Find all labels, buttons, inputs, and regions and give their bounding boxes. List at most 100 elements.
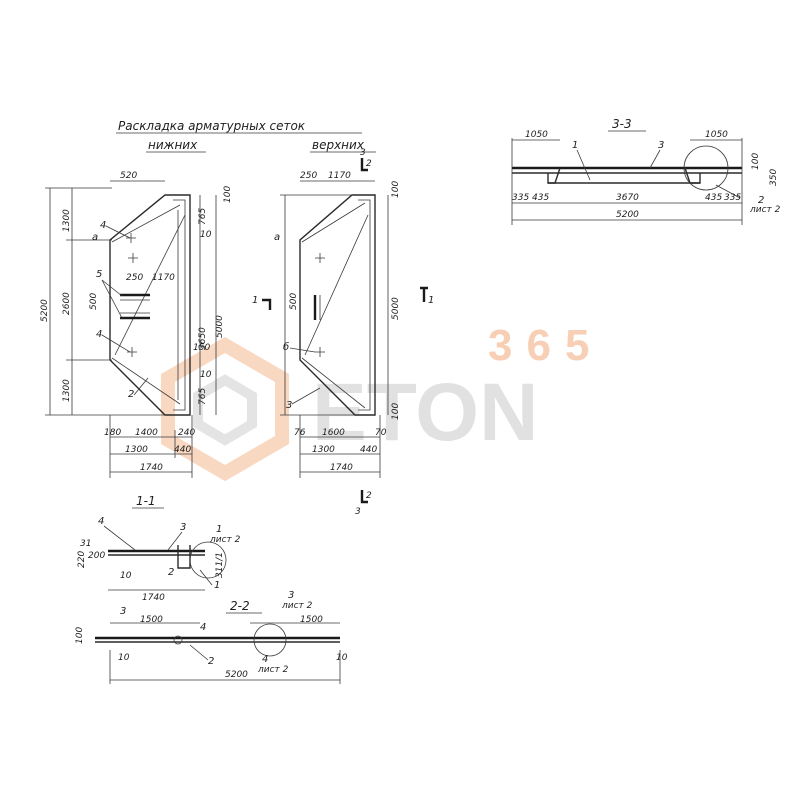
dim-1300-bottom: 1300 (62, 379, 72, 402)
dim-100-22: 100 (75, 627, 85, 644)
dim-1740: 1740 (140, 463, 163, 473)
dim-1600: 1600 (322, 428, 345, 438)
dim-435-right: 435 (705, 193, 722, 203)
dim-1300-upper: 1300 (312, 445, 335, 455)
title-lower: нижних (148, 138, 198, 152)
section-2-2-title: 2-2 (230, 599, 250, 613)
dim-76: 76 (294, 428, 306, 438)
dim-100-upper-bottom: 100 (391, 403, 401, 420)
dim-335-left: 335 (512, 193, 529, 203)
dim-1740-upper: 1740 (330, 463, 353, 473)
dim-10-bottom: 10 (200, 370, 212, 380)
callout-b: б (283, 341, 289, 353)
cut-mark-2-top: 2 (366, 159, 372, 169)
dim-440-upper: 440 (360, 445, 377, 455)
dim-1500-left: 1500 (140, 615, 163, 625)
dim-1400: 1400 (135, 428, 158, 438)
callout-5: 5 (96, 269, 102, 280)
watermark-logo-icon (161, 336, 289, 482)
sheet-ref-33: лист 2 (749, 205, 781, 215)
callout-2-11: 2 (168, 567, 174, 578)
dim-520: 520 (120, 171, 137, 181)
dim-1170: 1170 (152, 273, 175, 283)
callout-a: a (92, 232, 98, 243)
dim-5200-33: 5200 (616, 210, 639, 220)
dim-350-33: 350 (769, 169, 779, 186)
dim-500-upper: 500 (289, 293, 299, 310)
dim-311: 311/1 (215, 552, 225, 578)
dim-1300-width: 1300 (125, 445, 148, 455)
dim-765-top: 765 (198, 208, 208, 225)
callout-4-22: 4 (200, 622, 206, 633)
watermark-brand: ETON (312, 367, 538, 458)
section-1-1: 1-1 4 3 1 лист 2 2 1 220 31 200 10 311/1… (77, 494, 241, 603)
dim-335-right: 335 (724, 193, 741, 203)
callout-2-33: 2 (758, 195, 764, 206)
dim-1050-left: 1050 (525, 130, 548, 140)
dim-1170-upper: 1170 (328, 171, 351, 181)
callout-3-22: 3 (120, 606, 126, 617)
dim-500: 500 (89, 293, 99, 310)
section-3-3: 3-3 1050 1050 1 3 100 350 2 лист 2 335 4… (511, 117, 781, 225)
watermark: 365 ETON (161, 321, 603, 482)
dim-100-33: 100 (751, 153, 761, 170)
dim-240: 240 (178, 428, 195, 438)
dim-3650: 3650 (198, 327, 208, 350)
title-line: Раскладка арматурных сеток (118, 119, 306, 133)
dim-250-upper: 250 (300, 171, 317, 181)
sheet-ref-22-bottom: лист 2 (257, 665, 289, 675)
dim-10-22-left: 10 (118, 653, 130, 663)
dim-10-11: 10 (120, 571, 132, 581)
cut-mark-1-right: 1 (428, 295, 434, 306)
cut-mark-3-top: 3 (360, 148, 366, 158)
callout-2-22: 2 (208, 656, 214, 667)
sheet-ref-11: лист 2 (209, 535, 241, 545)
dim-150: 150 (193, 343, 210, 353)
section-3-3-title: 3-3 (612, 117, 632, 131)
callout-4-top: 4 (100, 220, 106, 231)
dim-5200: 5200 (40, 299, 50, 322)
dim-180: 180 (104, 428, 121, 438)
callout-1-11: 1 (216, 524, 222, 535)
callout-3-11: 3 (180, 522, 186, 533)
callout-3-22-right: 3 (288, 590, 294, 601)
drawing-title: Раскладка арматурных сеток нижних верхни… (116, 119, 376, 153)
dim-100-upper-top: 100 (391, 181, 401, 198)
callout-1-33: 1 (572, 140, 578, 151)
plan-upper-mesh: a 250 1170 100 500 5000 100 б 3 1 1 3 2 … (252, 148, 434, 517)
dim-5200-22: 5200 (225, 670, 248, 680)
dim-440: 440 (174, 445, 191, 455)
title-upper: верхних (312, 138, 365, 152)
dim-5000: 5000 (215, 315, 225, 338)
plan-lower-mesh: 1300 2600 1300 5200 520 250 1170 500 765… (40, 171, 233, 478)
watermark-number: 365 (488, 321, 603, 370)
callout-4-bottom: 4 (96, 329, 102, 340)
dim-2600: 2600 (62, 292, 72, 315)
callout-4-22-right: 4 (262, 654, 268, 665)
section-1-1-title: 1-1 (136, 494, 156, 508)
dim-3670: 3670 (616, 193, 639, 203)
callout-4-11: 4 (98, 516, 104, 527)
dim-1300-top: 1300 (62, 209, 72, 232)
dim-765-bottom: 765 (198, 388, 208, 405)
dim-5000-upper: 5000 (391, 297, 401, 320)
cut-mark-2-bottom: 2 (366, 491, 372, 501)
dim-1740-11: 1740 (142, 593, 165, 603)
dim-250: 250 (126, 273, 143, 283)
cut-mark-1-left: 1 (252, 295, 258, 306)
section-2-2: 2-2 3 1500 4 3 лист 2 1500 100 10 2 4 ли… (75, 590, 348, 684)
callout-2: 2 (128, 389, 134, 400)
callout-1-11-bottom: 1 (214, 580, 220, 591)
callout-3-33: 3 (658, 140, 664, 151)
dim-100: 100 (223, 186, 233, 203)
dim-31: 31 (80, 539, 91, 549)
dim-70: 70 (375, 428, 387, 438)
callout-a-upper: a (274, 232, 280, 243)
dim-10-top: 10 (200, 230, 212, 240)
dim-435-left: 435 (532, 193, 549, 203)
cut-mark-3-bottom: 3 (355, 507, 361, 517)
sheet-ref-22-top: лист 2 (281, 601, 313, 611)
dim-200: 200 (88, 551, 105, 561)
dim-1050-right: 1050 (705, 130, 728, 140)
